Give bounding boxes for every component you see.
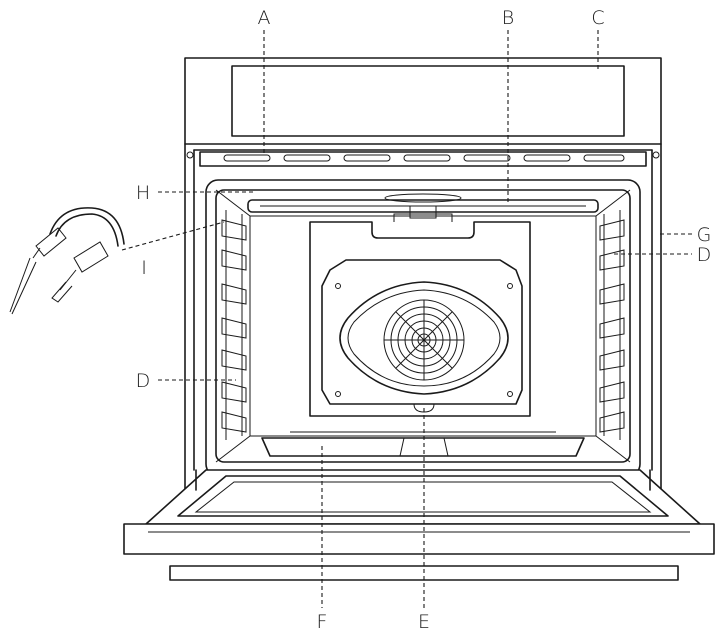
leader-lines xyxy=(121,30,692,608)
broil-element xyxy=(247,193,599,213)
oven-door-open xyxy=(123,469,715,581)
bake-element-cover xyxy=(261,431,585,457)
callout-d-left: D xyxy=(136,370,151,392)
meat-probe xyxy=(9,207,125,315)
oven-cavity xyxy=(205,179,641,477)
callout-e: E xyxy=(418,611,430,633)
callout-c: C xyxy=(591,7,604,29)
callout-a: A xyxy=(258,7,271,29)
callout-g: G xyxy=(697,224,712,246)
callout-f: F xyxy=(317,611,328,633)
convection-fan-cover xyxy=(309,205,531,417)
top-vents xyxy=(199,151,647,167)
callout-b: B xyxy=(502,7,514,29)
control-panel xyxy=(184,57,662,145)
callout-h: H xyxy=(136,182,150,204)
rack-guides-right xyxy=(599,210,625,440)
callout-i: I xyxy=(141,257,147,279)
callout-d-right: D xyxy=(697,244,712,266)
rack-guides-left xyxy=(221,210,247,440)
oven-frame xyxy=(184,143,662,501)
